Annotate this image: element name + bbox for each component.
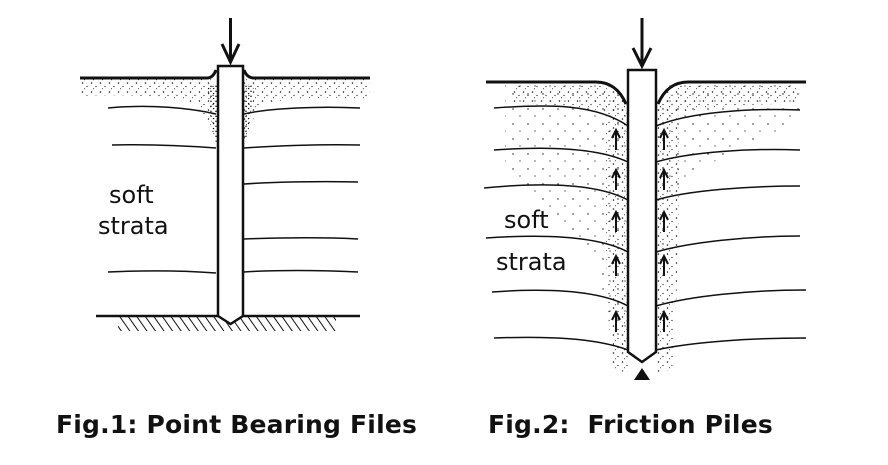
fig2-soil-stipple-left xyxy=(505,82,628,360)
fig1-bearing-stratum xyxy=(118,316,336,331)
fig2-ground-surface-right xyxy=(656,80,806,105)
fig1-surface-stipple-left xyxy=(80,78,218,150)
figure1-caption: Fig.1: Point Bearing Files xyxy=(56,410,418,439)
figure2-diagram: soft strata xyxy=(483,18,807,380)
fig2-pile xyxy=(626,68,658,364)
fig2-soil-stipple-right xyxy=(656,82,800,360)
fig1-label-strata: strata xyxy=(98,212,169,240)
fig1-surface-stipple-right xyxy=(243,78,370,150)
fig2-strata-lines xyxy=(483,105,807,351)
fig2-tip-reaction-arrow xyxy=(634,368,650,380)
fig2-ground-surface-left xyxy=(486,80,628,105)
figure1-diagram: soft strata xyxy=(80,18,370,331)
fig1-ground-surface-left xyxy=(80,69,218,80)
fig1-pile xyxy=(216,64,245,326)
fig2-skin-friction-arrows xyxy=(611,127,669,332)
fig1-ground-surface-right xyxy=(242,69,370,80)
fig2-label-soft: soft xyxy=(504,206,549,234)
fig1-label-soft: soft xyxy=(109,181,154,209)
fig1-strata-lines xyxy=(107,105,361,274)
figure2-caption: Fig.2: Friction Piles xyxy=(488,410,773,439)
fig2-label-strata: strata xyxy=(496,248,567,276)
